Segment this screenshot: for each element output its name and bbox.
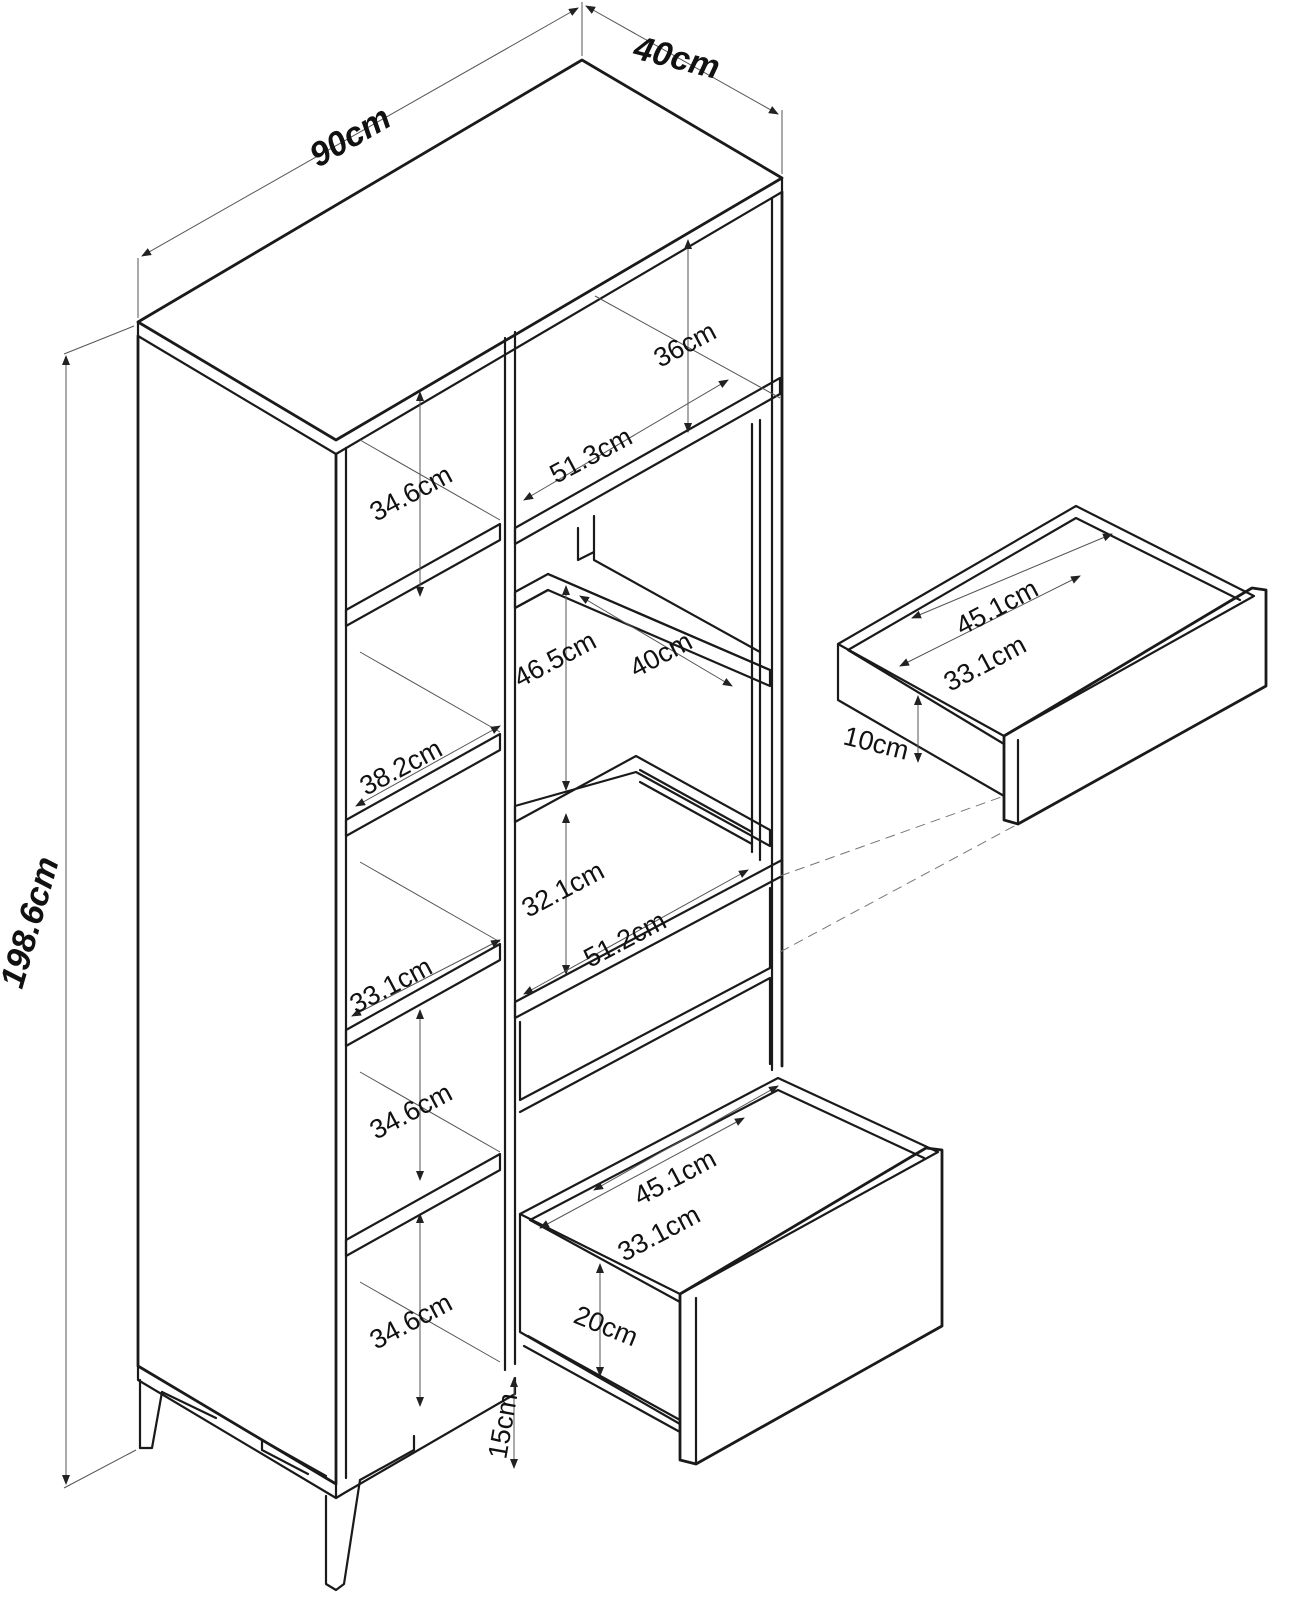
drawer-front-upper	[518, 886, 772, 1102]
projection-line-2	[779, 823, 1019, 953]
label-right-lower-width: 51.2cm	[579, 905, 671, 973]
large-drawer	[518, 1076, 944, 1466]
cabinet-body	[136, 58, 784, 1500]
label-right-top-width: 51.3cm	[545, 421, 637, 489]
large-drawer-box	[518, 1076, 940, 1296]
small-drawer-front	[1002, 586, 1268, 826]
label-right-middle-depth: 40cm	[625, 626, 697, 683]
label-overall-width: 90cm	[303, 99, 397, 175]
label-left-shelf-3-depth: 33.1cm	[345, 951, 437, 1019]
cabinet-top-edge	[136, 176, 784, 456]
large-drawer-slide	[522, 1334, 682, 1434]
interior-dimension-arrows	[351, 239, 1113, 1469]
label-overall-depth: 40cm	[629, 29, 724, 87]
label-overall-height: 198.6cm	[0, 853, 67, 993]
leg-connector	[160, 1390, 416, 1482]
dimension-labels: 90cm 40cm 198.6cm 34.6cm 38.2cm 33.1cm 3…	[0, 29, 1043, 1461]
large-drawer-front	[678, 1146, 944, 1466]
leg-left	[138, 1378, 164, 1450]
left-shelf-4	[344, 1152, 502, 1258]
label-right-lower-height: 32.1cm	[517, 855, 609, 923]
left-side-panel	[136, 334, 338, 1486]
center-divider	[503, 330, 517, 1372]
label-large-drawer-depth: 33.1cm	[613, 1199, 705, 1267]
leg-front	[324, 1478, 362, 1592]
small-drawer	[779, 504, 1268, 953]
label-large-drawer-height: 20cm	[570, 1300, 642, 1353]
projection-line-1	[779, 795, 1005, 877]
middle-frame	[576, 514, 762, 654]
small-drawer-box	[836, 504, 1256, 738]
overall-dimension-lines	[62, 2, 783, 1489]
label-small-drawer-height: 10cm	[841, 721, 912, 766]
label-large-drawer-width: 45.1cm	[629, 1143, 721, 1211]
cabinet-legs	[138, 1378, 416, 1592]
label-left-shelf-5-height: 34.6cm	[365, 1287, 457, 1355]
left-shelf-1	[344, 522, 502, 628]
label-left-shelf-4-height: 34.6cm	[365, 1077, 457, 1145]
right-shelf-lower	[513, 754, 772, 848]
label-right-top-height: 36cm	[649, 316, 721, 373]
label-leg-height: 15cm	[482, 1391, 523, 1461]
label-right-middle-height: 46.5cm	[509, 625, 601, 693]
label-left-shelf-2-height: 38.2cm	[355, 733, 447, 801]
drawer-front-lower	[518, 976, 772, 1114]
